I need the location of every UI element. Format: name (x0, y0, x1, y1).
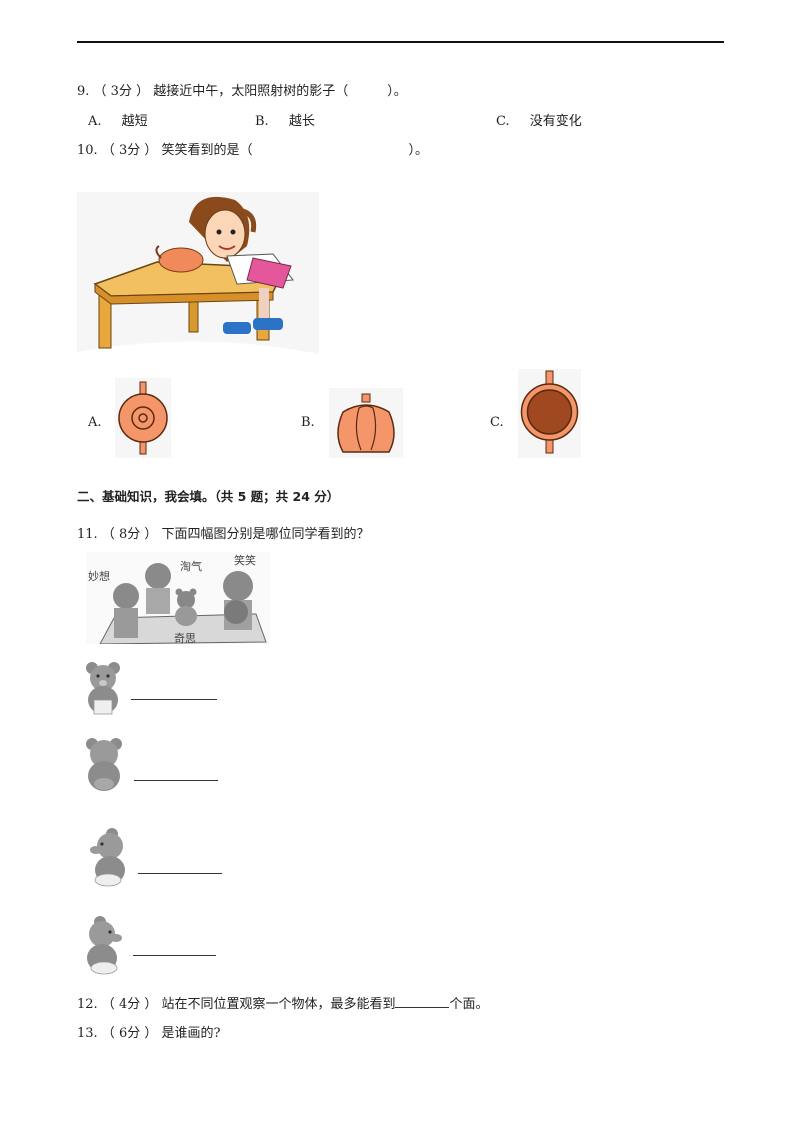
q9-option-c: C. 没有变化 (496, 110, 582, 129)
girl-at-table-illustration (77, 192, 319, 358)
bear-2-answer-line[interactable] (134, 780, 218, 781)
teapot-top-view-option-a (115, 378, 171, 458)
option-letter: A. (88, 114, 102, 129)
teapot-bottom-view-option-c (518, 369, 581, 458)
q12-stem: 12. （ 4分 ） 站在不同位置观察一个物体，最多能看到 个面。 (77, 993, 489, 1012)
bear-left-side-view (90, 828, 125, 887)
bear-back-view (86, 738, 122, 791)
bear-3-answer-line[interactable] (138, 873, 222, 874)
bear-1-answer-line[interactable] (131, 699, 217, 700)
q10-stem: 10. （ 3分 ） 笑笑看到的是（ ）。 (77, 143, 428, 158)
q12-stem-after: 个面。 (449, 997, 489, 1012)
bear-right-side-view (87, 916, 122, 975)
scene-label-xiaoxiao: 笑笑 (234, 553, 256, 567)
top-rule (77, 41, 724, 43)
q10-option-b-label: B. (301, 415, 315, 430)
q9-stem: 9. （ 3分 ） 越接近中午，太阳照射树的影子（ ）。 (77, 84, 407, 99)
teapot-side-view-option-b (329, 388, 403, 458)
scene-label-taoqi: 淘气 (180, 559, 202, 573)
q9-option-b: B. 越长 (255, 110, 315, 129)
option-letter: C. (496, 114, 510, 129)
q12-stem-before: 12. （ 4分 ） 站在不同位置观察一个物体，最多能看到 (77, 997, 396, 1012)
scene-label-miaoxiang: 妙想 (88, 569, 110, 583)
scene-label-qisi: 奇思 (174, 632, 196, 644)
q10-option-a-label: A. (88, 415, 102, 430)
q9-option-a: A. 越短 (88, 110, 148, 129)
q12-answer-blank[interactable] (395, 1006, 450, 1008)
q13-stem: 13. （ 6分 ） 是谁画的? (77, 1026, 221, 1041)
option-text: 越长 (288, 114, 315, 129)
bear-4-answer-line[interactable] (133, 955, 216, 956)
q11-stem: 11. （ 8分 ） 下面四幅图分别是哪位同学看到的？ (77, 527, 370, 542)
option-text: 没有变化 (529, 114, 582, 129)
option-text: 越短 (121, 114, 148, 129)
bear-front-view (86, 662, 120, 715)
q10-option-c-label: C. (490, 415, 504, 430)
option-letter: B. (255, 114, 269, 129)
section-2-heading: 二、基础知识，我会填。（共 5 题；共 24 分） (77, 489, 340, 504)
children-observing-bear-scene: 妙想 淘气 笑笑 奇思 (86, 552, 270, 644)
